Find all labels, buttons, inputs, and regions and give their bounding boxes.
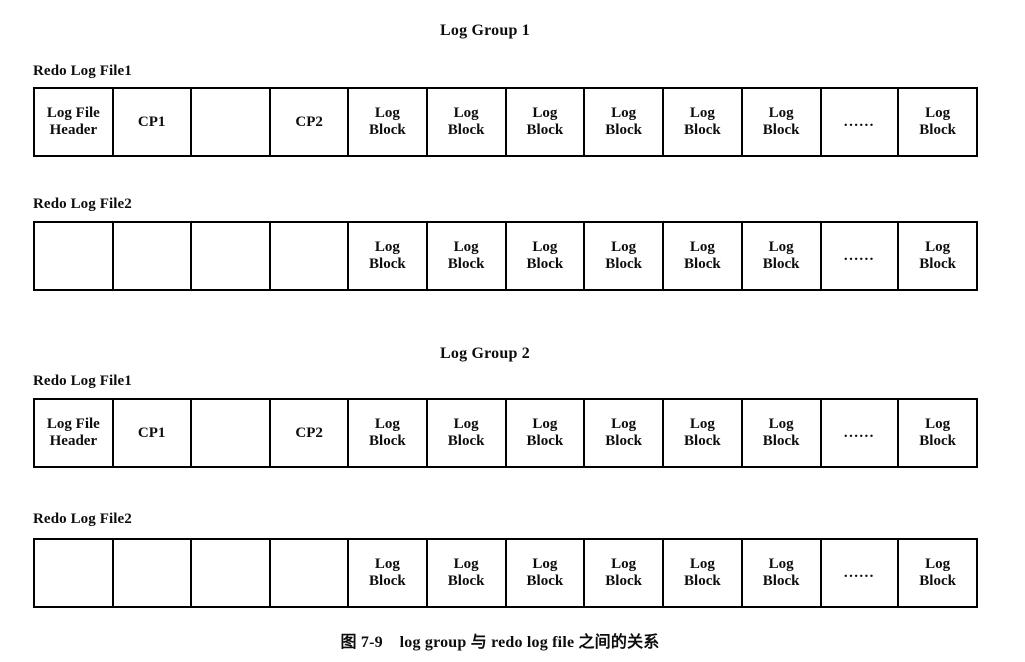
group-title-2: Log Group 2 [440, 345, 530, 362]
cell-log-block: Log Block [743, 89, 822, 155]
cell-log-block: Log Block [585, 540, 664, 606]
cell-log-block: Log Block [349, 223, 428, 289]
cell-empty [114, 223, 192, 289]
cell-log-block: Log Block [428, 223, 507, 289]
file-label-group1-file1: Redo Log File1 [33, 63, 132, 79]
cell-log-block: Log Block [743, 223, 822, 289]
cell-log-file-header: Log File Header [35, 89, 114, 155]
cell-log-block: Log Block [919, 105, 956, 138]
cell-log-block: Log Block [507, 89, 586, 155]
cell-ellipsis: ...... [822, 540, 900, 606]
cell-empty [192, 223, 272, 289]
cell-cp2: CP2 [271, 400, 349, 466]
cell-log-block: Log Block [428, 89, 507, 155]
log-file-table-group2-file1: Log File Header CP1 CP2 Log Block Log Bl… [33, 398, 978, 468]
cell-log-block: Log Block [585, 223, 664, 289]
cell-ellipsis: ...... [822, 223, 900, 289]
cell-log-file-header: Log File Header [35, 400, 114, 466]
cell-log-block: Log Block [428, 540, 507, 606]
file-label-group2-file2: Redo Log File2 [33, 511, 132, 527]
cell-empty [35, 540, 114, 606]
group-title-1: Log Group 1 [440, 22, 530, 39]
cell-log-block: Log Block [585, 400, 664, 466]
file-label-group2-file1: Redo Log File1 [33, 373, 132, 389]
cell-empty [35, 223, 114, 289]
cell-ellipsis: ...... [822, 400, 900, 466]
cell-log-block: Log Block [507, 540, 586, 606]
cell-log-block: Log Block [585, 89, 664, 155]
cell-log-block: Log Block [507, 400, 586, 466]
cell-log-block: Log Block [743, 400, 822, 466]
log-file-table-group2-file2: Log Block Log Block Log Block Log Block … [33, 538, 978, 608]
cell-log-block: Log Block [664, 89, 743, 155]
cell-log-block: Log Block [919, 416, 956, 449]
cell-cp1: CP1 [114, 400, 192, 466]
cell-log-block: Log Block [428, 400, 507, 466]
cell-log-block: Log Block [349, 400, 428, 466]
cell-log-block: Log Block [664, 223, 743, 289]
log-file-table-group1-file1: Log File Header CP1 CP2 Log Block Log Bl… [33, 87, 978, 157]
log-file-table-group1-file2: Log Block Log Block Log Block Log Block … [33, 221, 978, 291]
figure-caption: 图 7-9 log group 与 redo log file 之间的关系 [340, 634, 660, 651]
cell-log-block: Log Block [919, 239, 956, 272]
cell-log-block: Log Block [743, 540, 822, 606]
cell-empty [192, 400, 272, 466]
cell-empty [192, 540, 272, 606]
cell-log-block: Log Block [664, 400, 743, 466]
cell-log-block: Log Block [664, 540, 743, 606]
cell-cp2: CP2 [271, 89, 349, 155]
cell-log-block: Log Block [349, 540, 428, 606]
cell-empty [114, 540, 192, 606]
cell-empty [271, 540, 349, 606]
file-label-group1-file2: Redo Log File2 [33, 196, 132, 212]
cell-empty [271, 223, 349, 289]
cell-log-block: Log Block [507, 223, 586, 289]
cell-empty [192, 89, 272, 155]
cell-log-block: Log Block [349, 89, 428, 155]
cell-ellipsis: ...... [822, 89, 900, 155]
cell-log-block: Log Block [919, 556, 956, 589]
cell-cp1: CP1 [114, 89, 192, 155]
